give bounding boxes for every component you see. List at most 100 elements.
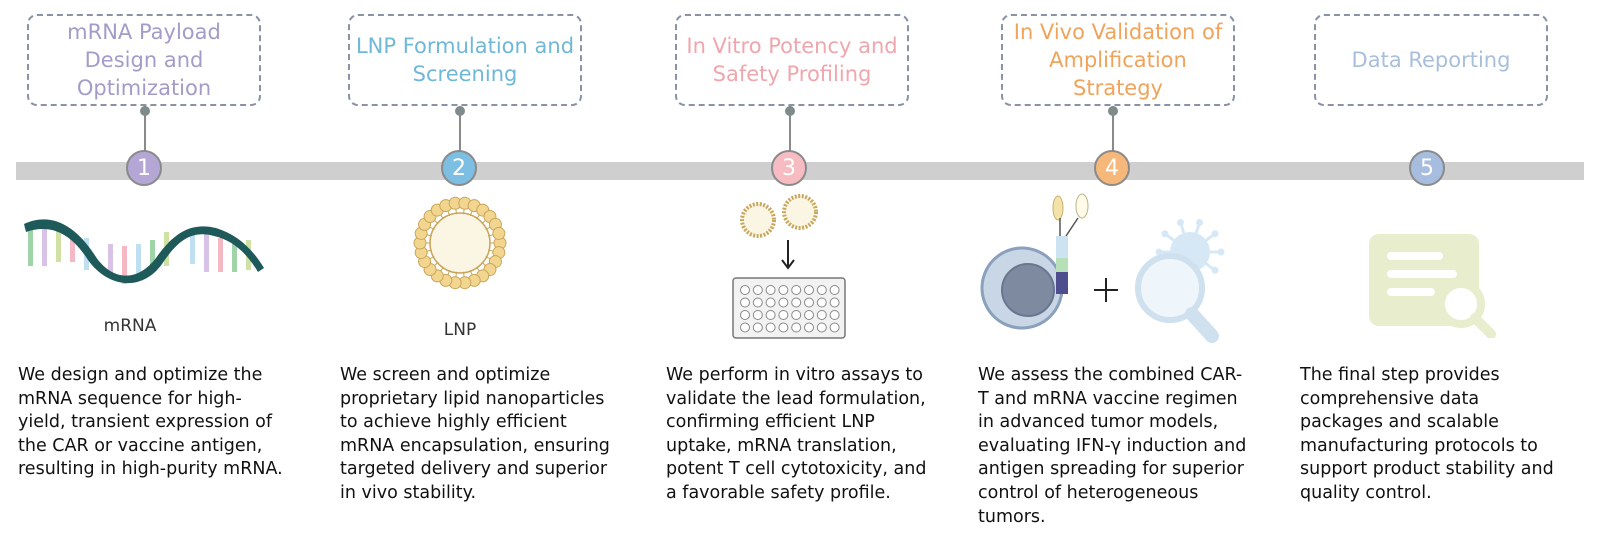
plate-well: [740, 297, 750, 308]
lipid-tail: [455, 271, 458, 277]
lipid-tail: [476, 214, 480, 220]
connector-dot: [1108, 106, 1118, 116]
connector-dot: [455, 106, 465, 116]
plate-well: [752, 285, 763, 295]
lipid-tail: [462, 271, 465, 277]
lipid-tail: [426, 234, 432, 237]
illustration-label: LNP: [443, 320, 477, 340]
lipid-tail: [429, 226, 435, 230]
step-1: mRNA Payload Design and Optimization 1 m…: [0, 0, 283, 545]
mrna-strand-icon: [24, 219, 264, 284]
step-title-box: In Vitro Potency and Safety Profiling: [675, 14, 909, 106]
step-title: LNP Formulation and Screening: [355, 34, 575, 86]
car-t-plus-vaccine-icon: [980, 193, 1225, 343]
lipid-tail: [447, 269, 451, 275]
plate-well: [816, 322, 827, 333]
plate-well: [804, 310, 814, 320]
step-title-box: Data Reporting: [1314, 14, 1548, 106]
step-5: Data Reporting 5 The final step provides…: [0, 0, 1554, 545]
lipid-tail: [440, 214, 444, 220]
plate-well: [765, 285, 776, 295]
step-3: In Vitro Potency and Safety Profiling 3 …: [0, 0, 926, 545]
step-title: In Vivo Validation of Amplification Stra…: [1013, 20, 1223, 100]
lipid-tail: [469, 211, 473, 217]
step-title: Data Reporting: [1351, 48, 1511, 72]
plate-well: [752, 322, 763, 333]
plate-well: [791, 310, 802, 320]
plate-well: [816, 297, 827, 308]
lipid-tail: [429, 256, 435, 260]
plate-well: [765, 310, 776, 320]
plate-well: [791, 285, 802, 295]
lipid-tail: [488, 249, 494, 252]
plate-well: [791, 322, 802, 333]
plate-well: [740, 285, 750, 295]
plate-well: [816, 285, 827, 295]
step-title: mRNA Payload Design and Optimization: [67, 20, 221, 100]
illustration-label: mRNA: [103, 316, 157, 336]
step-number-badge: 2: [441, 150, 477, 186]
plate-well: [829, 322, 840, 333]
virus-spike-tip: [1155, 248, 1163, 256]
connector-stem: [1112, 106, 1114, 153]
step-number-badge: 1: [126, 150, 162, 186]
step-title-box: In Vivo Validation of Amplification Stra…: [1001, 14, 1235, 106]
lipid-tail: [476, 266, 480, 272]
plate-well: [816, 310, 827, 320]
plate-well: [752, 310, 763, 320]
step-number-badge: 5: [1409, 150, 1445, 186]
connector-stem: [459, 106, 461, 153]
lipid-tail: [485, 256, 491, 260]
plate-well: [829, 285, 840, 295]
lipid-tail: [485, 226, 491, 230]
lipid-tail: [469, 269, 473, 275]
lipid-tail: [440, 266, 444, 272]
lipid-tail: [481, 261, 486, 266]
plate-well: [778, 297, 789, 308]
virus-spike-tip: [1196, 219, 1204, 227]
lipid-tail: [426, 249, 432, 252]
step-title: In Vitro Potency and Safety Profiling: [686, 34, 898, 86]
connector-dot: [785, 106, 795, 116]
connector-stem: [144, 106, 146, 153]
plate-well: [829, 310, 840, 320]
plate-well: [791, 297, 802, 308]
virus-spike-tip: [1176, 219, 1184, 227]
connector-stem: [789, 106, 791, 153]
virus-spike: [1165, 233, 1175, 242]
well-plate-assay-icon: [732, 194, 846, 339]
plate-well: [765, 297, 776, 308]
virus-spike: [1205, 233, 1215, 242]
step-4: In Vivo Validation of Amplification Stra…: [0, 0, 1246, 545]
step-description: We design and optimize the mRNA sequence…: [18, 365, 283, 480]
step-number-badge: 4: [1094, 150, 1130, 186]
virus-spike: [1179, 223, 1186, 234]
plate-well: [778, 310, 789, 320]
plate-well: [804, 297, 814, 308]
lipid-tail: [434, 220, 439, 225]
virus-spike: [1194, 223, 1201, 234]
step-description: We screen and optimize proprietary lipid…: [340, 365, 610, 503]
plate-well: [804, 322, 814, 333]
virus-spike-tip: [1211, 230, 1219, 238]
lipid-tail: [434, 261, 439, 266]
step-description: We assess the combined CAR-T and mRNA va…: [978, 365, 1247, 527]
report-search-icon: [1369, 234, 1496, 338]
step-title-box: mRNA Payload Design and Optimization: [27, 14, 261, 106]
lipid-tail: [481, 220, 486, 225]
lipid-head: [492, 226, 506, 240]
virus-spike-tip: [1161, 230, 1169, 238]
virus-spike: [1205, 262, 1215, 271]
lipid-tail: [462, 209, 465, 215]
step-title-box: LNP Formulation and Screening: [348, 14, 582, 106]
plate-well: [740, 310, 750, 320]
lipid-tail: [447, 211, 451, 217]
step-description: We perform in vitro assays to validate t…: [666, 365, 927, 503]
step-2: LNP Formulation and Screening 2 LNP We s…: [0, 0, 610, 545]
plate-well: [765, 322, 776, 333]
step-number-badge: 3: [771, 150, 807, 186]
virus-spike-tip: [1217, 248, 1225, 256]
plate-well: [778, 285, 789, 295]
plate-well: [829, 297, 840, 308]
lipid-tail: [488, 234, 494, 237]
